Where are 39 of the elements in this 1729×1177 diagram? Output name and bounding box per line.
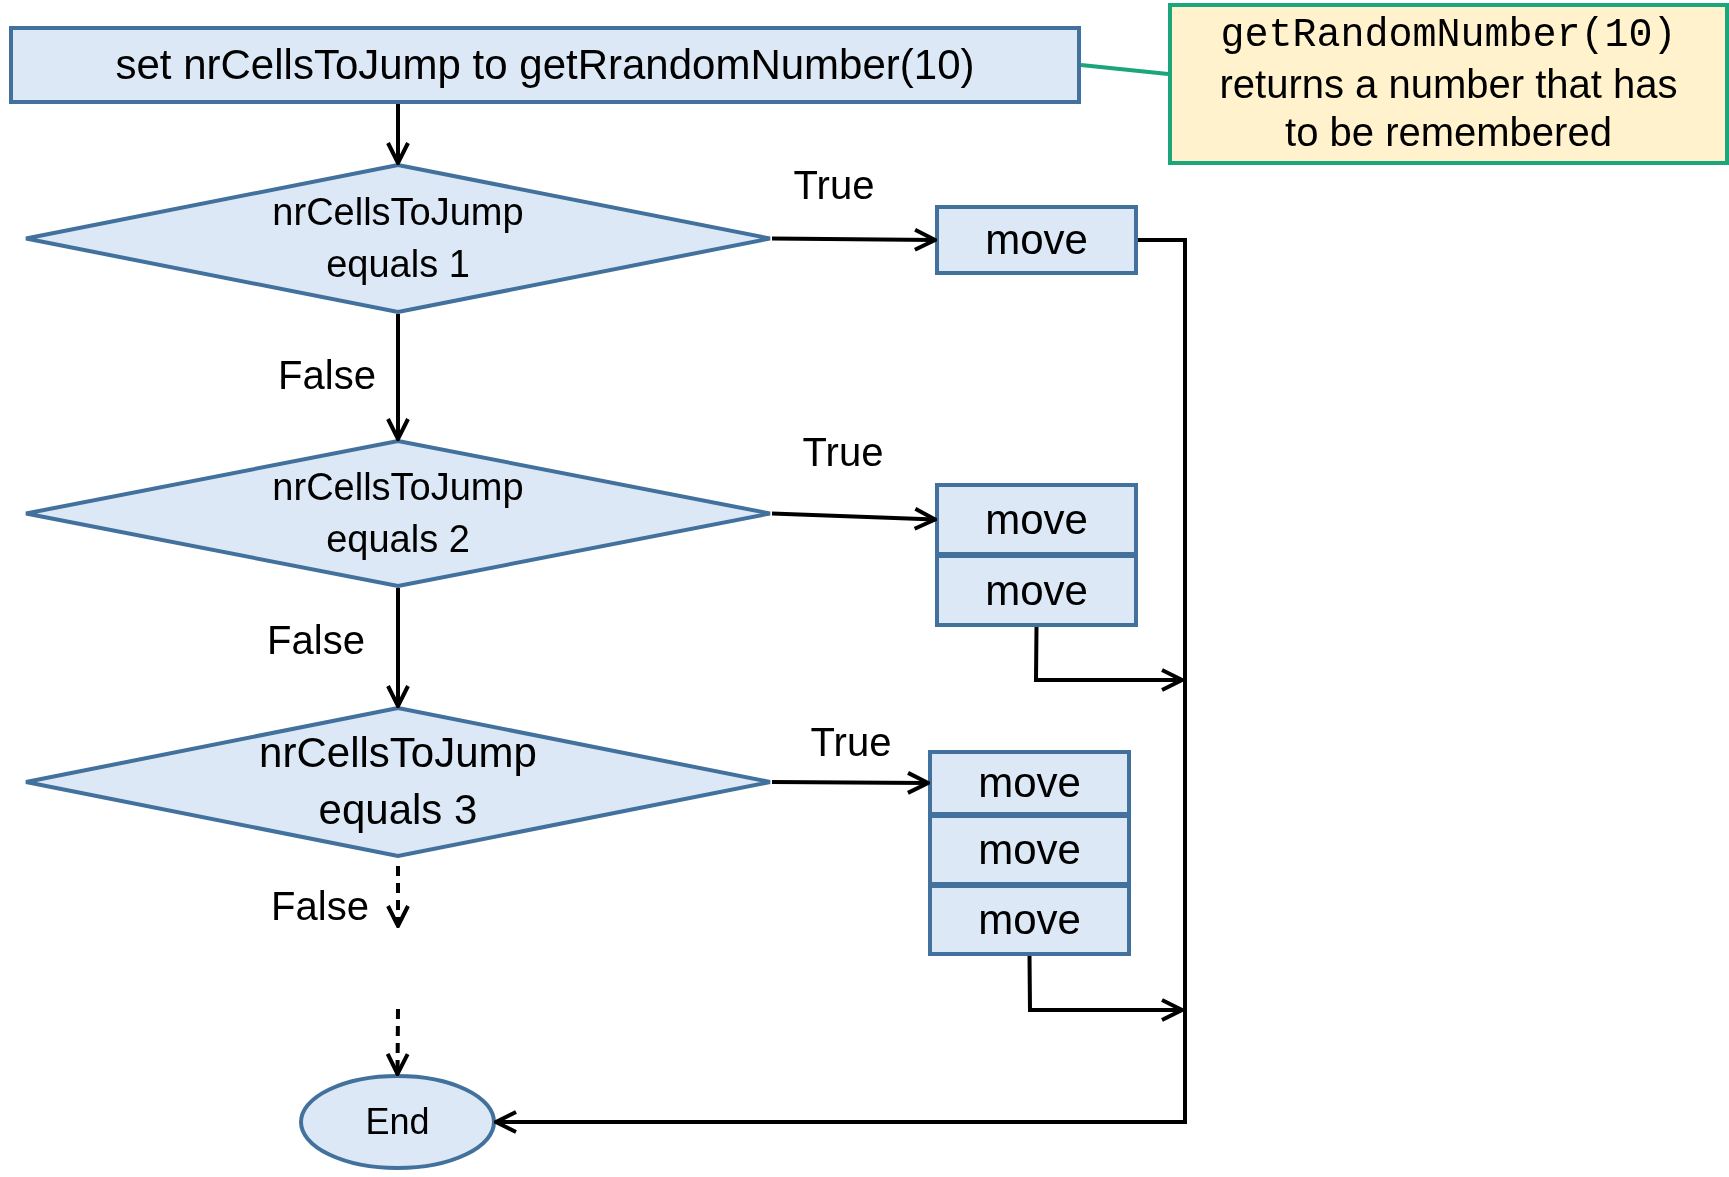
edge-label: False (278, 352, 376, 398)
edge-label: True (802, 429, 884, 475)
arrow (772, 770, 930, 795)
node-label: nrCellsToJump equals 2 (271, 465, 525, 562)
node-label: set nrCellsToJump to getRrandomNumber(10) (115, 41, 975, 89)
arrow (386, 588, 410, 708)
leader-line (1080, 63, 1169, 76)
note-text: returns a number that has to be remembered (1218, 61, 1679, 156)
process-box (935, 205, 1138, 275)
edge-label: False (271, 883, 369, 929)
process-box (928, 750, 1131, 816)
arrow (771, 227, 937, 252)
node-label: move (985, 495, 1088, 544)
arrow (1034, 626, 1184, 692)
arrow (386, 314, 410, 441)
arrow (494, 238, 1187, 1134)
edge-label: False (267, 617, 365, 663)
arrow (386, 104, 410, 165)
edge-label: True (793, 162, 875, 208)
process-box (935, 554, 1138, 627)
process-box (928, 884, 1131, 956)
note-text: getRandomNumber(10) (1220, 12, 1677, 60)
process-box (928, 814, 1131, 886)
process-box (935, 483, 1138, 556)
note-box (1168, 3, 1729, 165)
arrow (385, 1009, 410, 1076)
arrow (771, 506, 937, 531)
node-label: move (985, 566, 1088, 615)
node-label: nrCellsToJump equals 3 (258, 728, 538, 835)
node-label: move (978, 896, 1081, 944)
node-label: move (985, 216, 1088, 264)
arrow (1027, 955, 1184, 1022)
node-label: move (978, 826, 1081, 874)
node-label: nrCellsToJump equals 1 (271, 190, 525, 287)
arrow (386, 866, 410, 928)
node-label: move (978, 759, 1081, 807)
node-label: End (365, 1101, 430, 1143)
process-box (9, 26, 1081, 104)
edge-label: True (810, 719, 892, 765)
